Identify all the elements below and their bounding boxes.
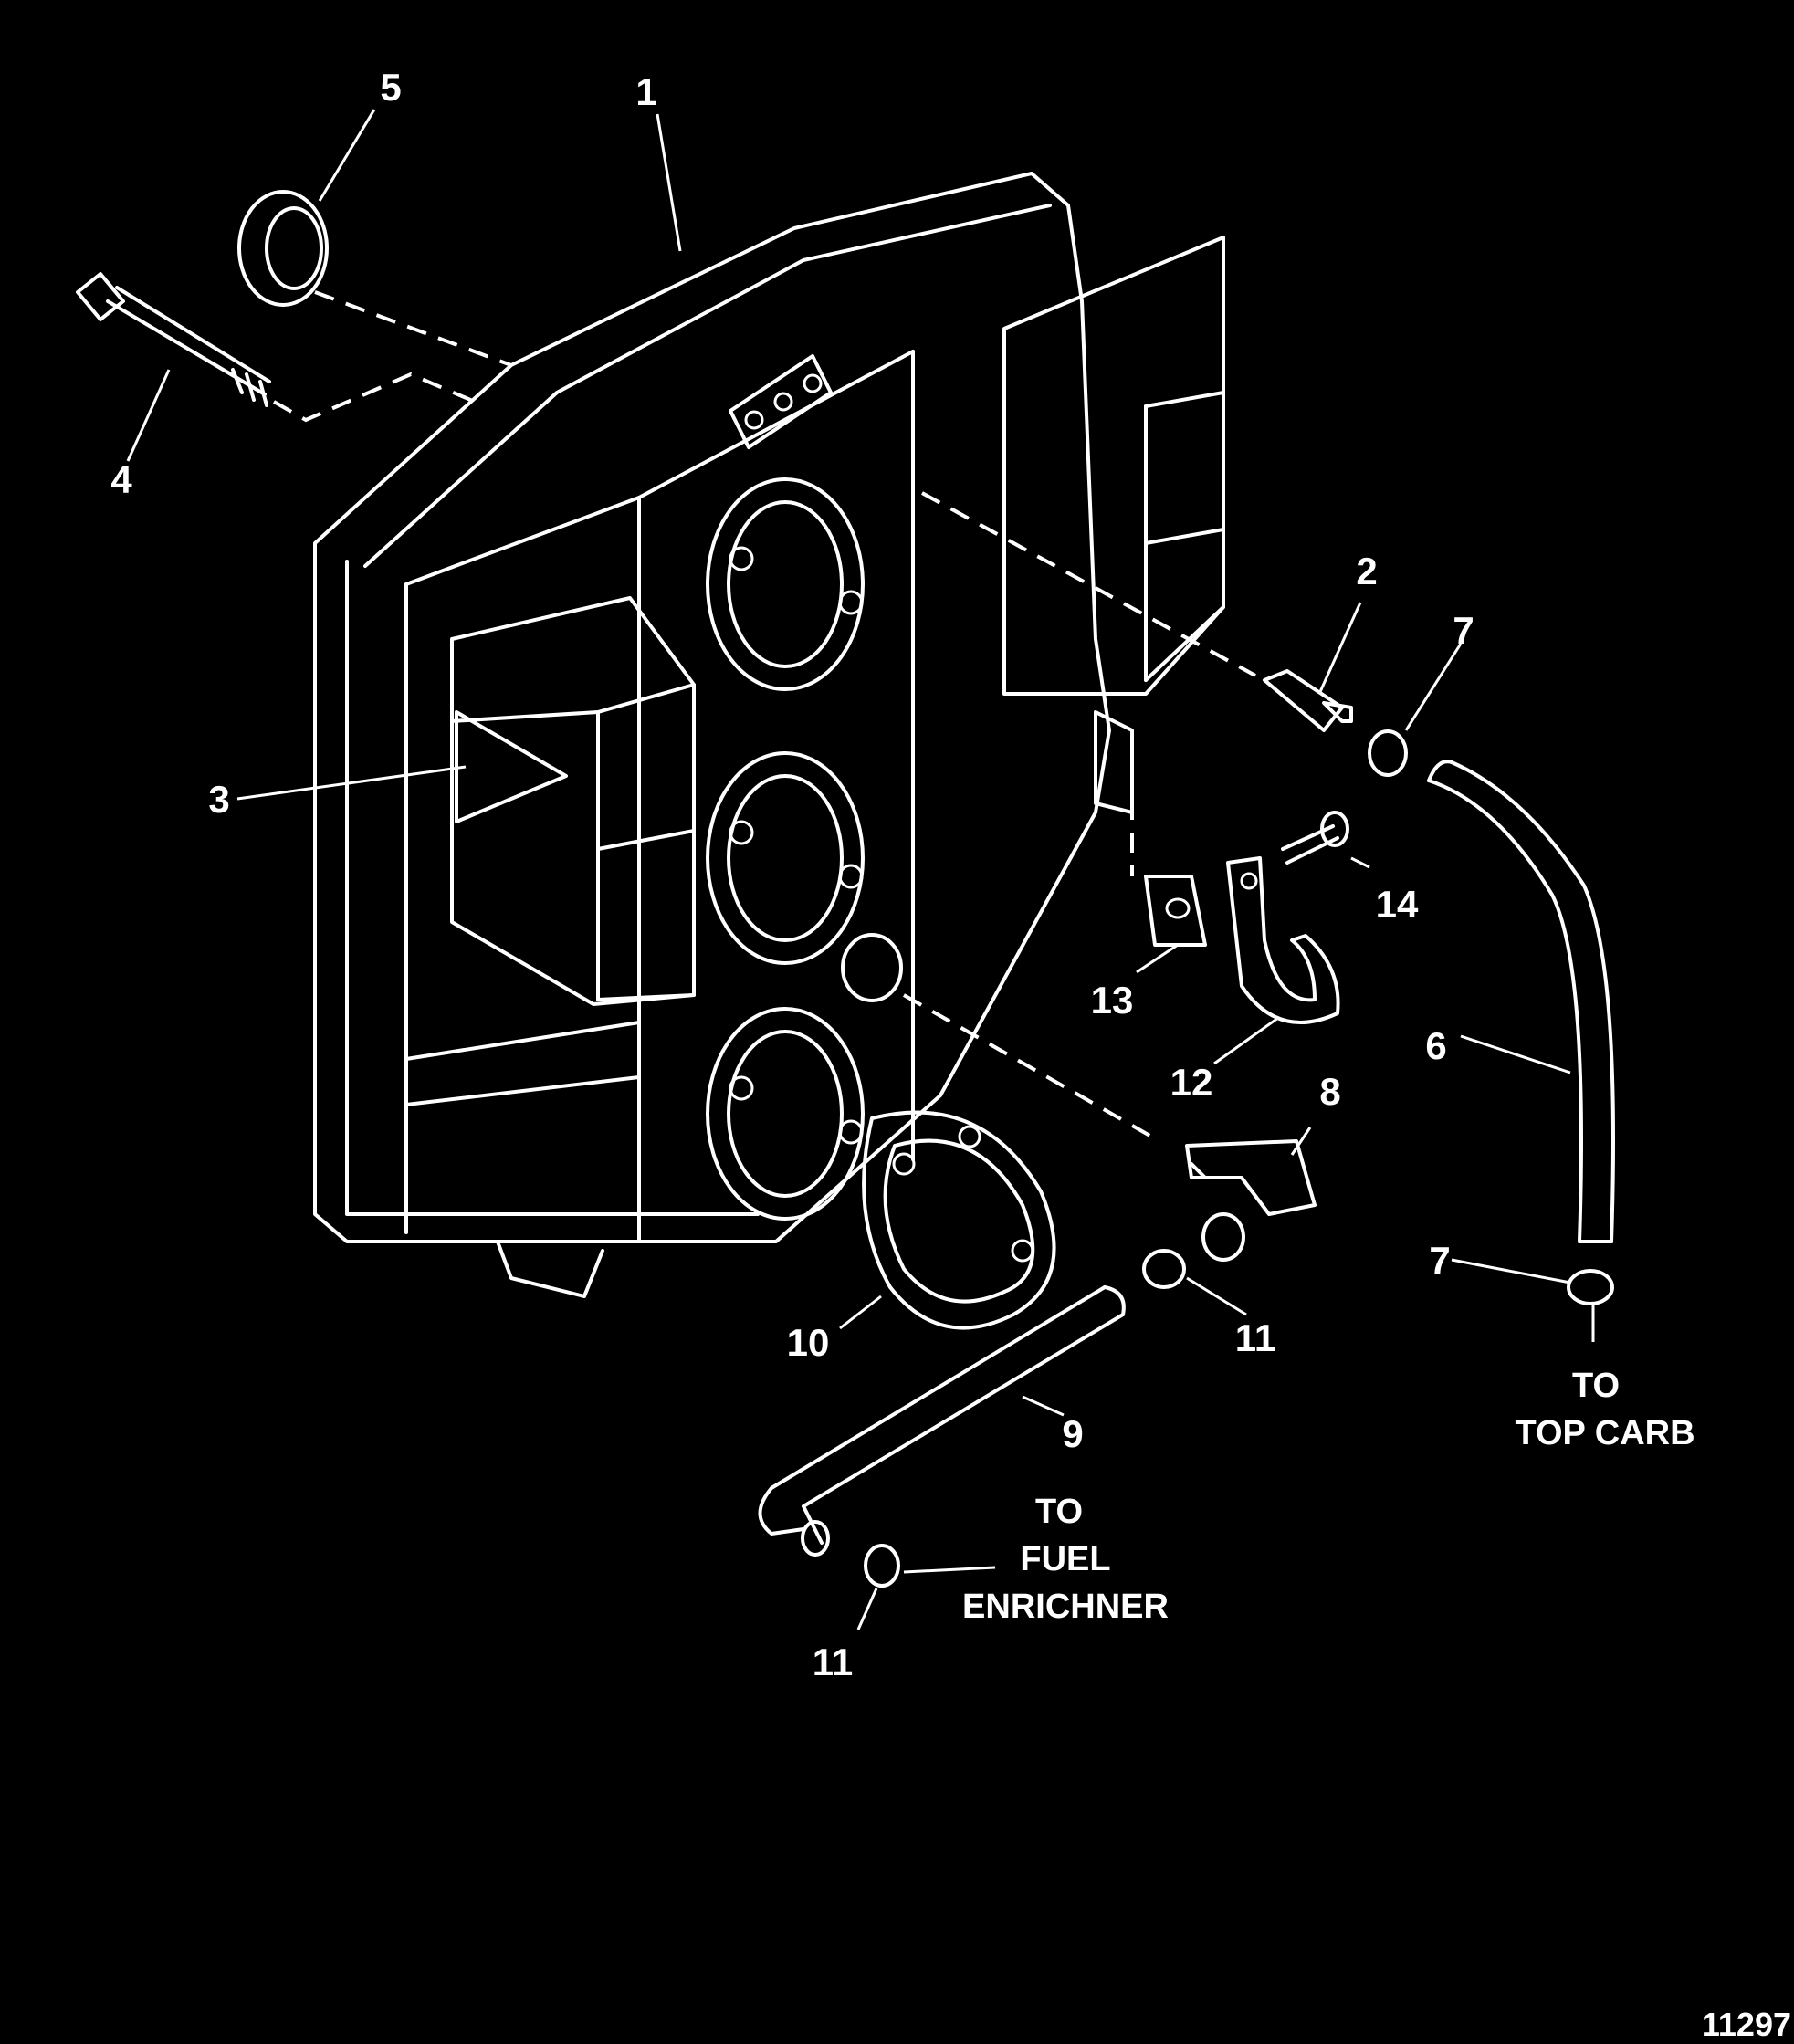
note-top-carb-line1: TO [1572, 1367, 1620, 1405]
note-fuel-enrichner-line3: ENRICHNER [962, 1588, 1169, 1626]
callout-10: 10 [787, 1321, 830, 1364]
callout-11a: 11 [1235, 1316, 1275, 1359]
hose-clamp-11 [864, 1249, 1186, 1588]
callout-13: 13 [1091, 979, 1134, 1022]
callout-3: 3 [208, 778, 229, 821]
callout-7b: 7 [1429, 1239, 1450, 1282]
hose-fuel-enrichner [758, 1285, 1126, 1557]
note-fuel-enrichner-line2: FUEL [1020, 1540, 1110, 1578]
seal-plug [237, 190, 329, 307]
hose-top-carb [1427, 760, 1615, 1243]
nut-plate [1144, 875, 1207, 947]
note-top-carb-line2: TOP CARB [1515, 1414, 1694, 1452]
gasket [862, 1110, 1056, 1330]
callout-7a: 7 [1453, 609, 1474, 652]
callout-5: 5 [380, 66, 401, 109]
callout-9: 9 [1062, 1412, 1083, 1455]
fitting-2 [1263, 669, 1353, 732]
hose-clamp [1368, 729, 1614, 1305]
callout-11b: 11 [813, 1640, 853, 1683]
callout-14: 14 [1376, 883, 1419, 926]
elbow-fitting [1185, 1139, 1317, 1262]
callout-1: 1 [635, 70, 656, 113]
screw-14 [1281, 811, 1349, 865]
callout-12: 12 [1170, 1061, 1213, 1104]
callout-8: 8 [1319, 1070, 1340, 1113]
callout-4: 4 [110, 458, 132, 501]
figure-number: 11297 [1702, 2006, 1791, 2043]
j-clip [1226, 856, 1340, 1024]
callout-2: 2 [1356, 550, 1377, 592]
leader-lines [126, 109, 1595, 1630]
main-housing [313, 172, 1225, 1298]
note-fuel-enrichner-line1: TO [1035, 1493, 1083, 1531]
callout-6: 6 [1425, 1024, 1446, 1067]
bolt [76, 272, 271, 407]
